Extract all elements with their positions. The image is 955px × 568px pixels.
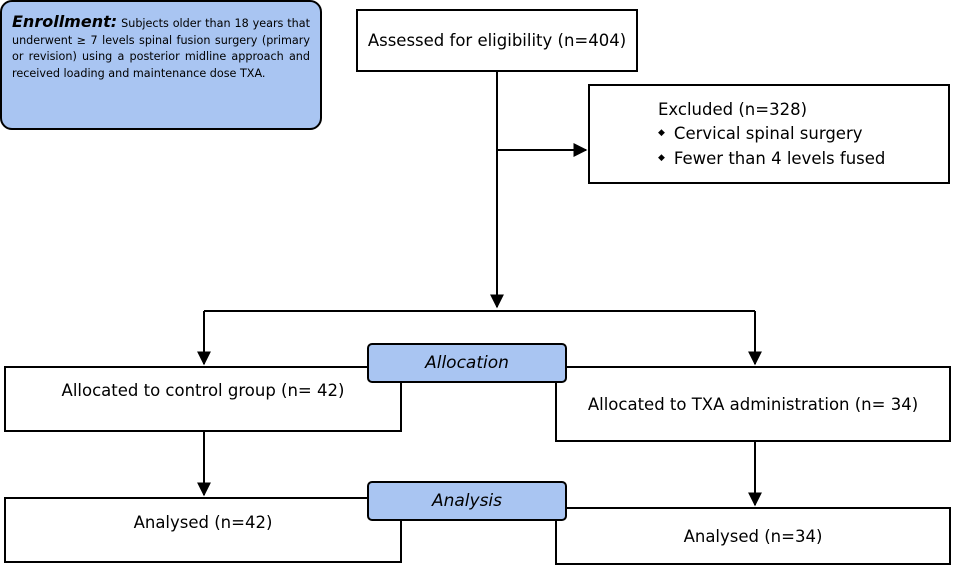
- control-allocated-label: Allocated to control group (n= 42): [61, 380, 345, 400]
- control-analysed-label: Analysed (n=42): [133, 512, 273, 532]
- diamond-bullet-icon: ◆: [658, 128, 665, 138]
- control-allocated-box: Allocated to control group (n= 42): [4, 366, 402, 432]
- analysis-stage-label: Analysis: [367, 481, 567, 521]
- txa-allocated-label: Allocated to TXA administration (n= 34): [587, 394, 919, 414]
- excluded-item: ◆Fewer than 4 levels fused: [658, 146, 948, 171]
- diamond-bullet-icon: ◆: [658, 153, 665, 163]
- excluded-title: Excluded (n=328): [658, 100, 808, 119]
- txa-analysed-label: Analysed (n=34): [683, 526, 823, 546]
- allocation-stage-label: Allocation: [367, 343, 567, 383]
- enrollment-box: Enrollment:Subjects older than 18 years …: [0, 0, 322, 130]
- txa-allocated-box: Allocated to TXA administration (n= 34): [555, 366, 951, 442]
- excluded-box: Excluded (n=328) ◆Cervical spinal surger…: [588, 84, 950, 184]
- excluded-item: ◆Cervical spinal surgery: [658, 121, 948, 146]
- enrollment-text: Subjects older than 18 years that underw…: [12, 17, 310, 80]
- assessed-box: Assessed for eligibility (n=404): [356, 9, 638, 72]
- assessed-label: Assessed for eligibility (n=404): [367, 31, 627, 50]
- txa-analysed-box: Analysed (n=34): [555, 507, 951, 565]
- excluded-list: ◆Cervical spinal surgery ◆Fewer than 4 l…: [658, 121, 948, 171]
- control-analysed-box: Analysed (n=42): [4, 497, 402, 563]
- enrollment-heading: Enrollment:: [12, 12, 118, 31]
